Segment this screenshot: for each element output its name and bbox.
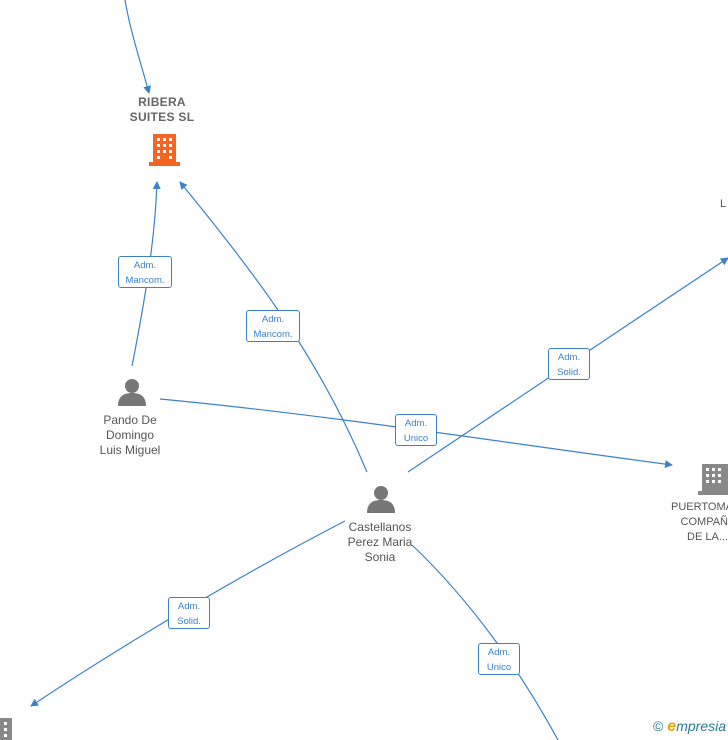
copyright-symbol: © <box>652 718 664 734</box>
company-name-line: L <box>719 198 727 210</box>
company-name-line: DE LA... <box>687 531 728 543</box>
company-name-line: COMPAÑ <box>680 516 728 528</box>
edge-role: Adm. <box>557 352 581 363</box>
edge-role-type: Mancom. <box>125 275 165 286</box>
person-icon[interactable] <box>118 379 146 406</box>
person-name-line: Luis Miguel <box>99 443 161 457</box>
edge-role-type: Solid. <box>177 616 201 627</box>
brand-initial: e <box>667 718 677 735</box>
person-name-line: Domingo <box>105 428 155 442</box>
edge-label-castellanos-bottom[interactable]: Adm. Unico <box>478 643 520 675</box>
person-name-line: Sonia <box>364 550 396 564</box>
edge-label-pando-puertoma[interactable]: Adm. Unico <box>395 414 437 446</box>
edge-top-to-ribera <box>124 0 152 94</box>
edge-role-type: Mancom. <box>253 329 293 340</box>
company-label-topright[interactable]: L <box>718 197 728 212</box>
person-name-line: Pando De <box>103 413 157 427</box>
person-label-castellanos[interactable]: Castellanos Perez Maria Sonia <box>334 520 426 565</box>
edge-role: Adm. <box>177 601 201 612</box>
company-name-line: SUITES SL <box>129 110 195 124</box>
edge-role: Adm. <box>487 647 511 658</box>
person-name-line: Castellanos <box>348 520 412 534</box>
company-label-ribera[interactable]: RIBERA SUITES SL <box>122 95 202 125</box>
building-icon[interactable] <box>698 464 728 495</box>
company-name-line: PUERTOMA <box>671 501 728 513</box>
company-name-line: RIBERA <box>138 95 186 109</box>
company-label-puertoma[interactable]: PUERTOMA COMPAÑ DE LA... <box>666 500 728 545</box>
edge-label-castellanos-topright[interactable]: Adm. Solid. <box>548 348 590 380</box>
edge-label-castellanos-bottomleft[interactable]: Adm. Solid. <box>168 597 210 629</box>
person-icon[interactable] <box>367 486 395 513</box>
empresia-logo: ©empresia <box>653 718 726 736</box>
person-label-pando[interactable]: Pando De Domingo Luis Miguel <box>85 413 175 458</box>
edge-role-type: Unico <box>403 433 429 444</box>
edge-role-type: Solid. <box>557 367 581 378</box>
person-name-line: Perez Maria <box>347 535 413 549</box>
edge-role: Adm. <box>133 260 157 271</box>
brand-name: mpresia <box>676 718 726 734</box>
edge-label-castellanos-ribera[interactable]: Adm. Mancom. <box>246 310 300 342</box>
edge-role: Adm. <box>404 418 428 429</box>
edge-label-pando-ribera[interactable]: Adm. Mancom. <box>118 256 172 288</box>
building-icon[interactable] <box>149 134 180 166</box>
edge-role-type: Unico <box>486 662 512 673</box>
edge-role: Adm. <box>261 314 285 325</box>
building-icon[interactable] <box>0 718 12 740</box>
edge-castellanos-bottom <box>411 544 559 740</box>
